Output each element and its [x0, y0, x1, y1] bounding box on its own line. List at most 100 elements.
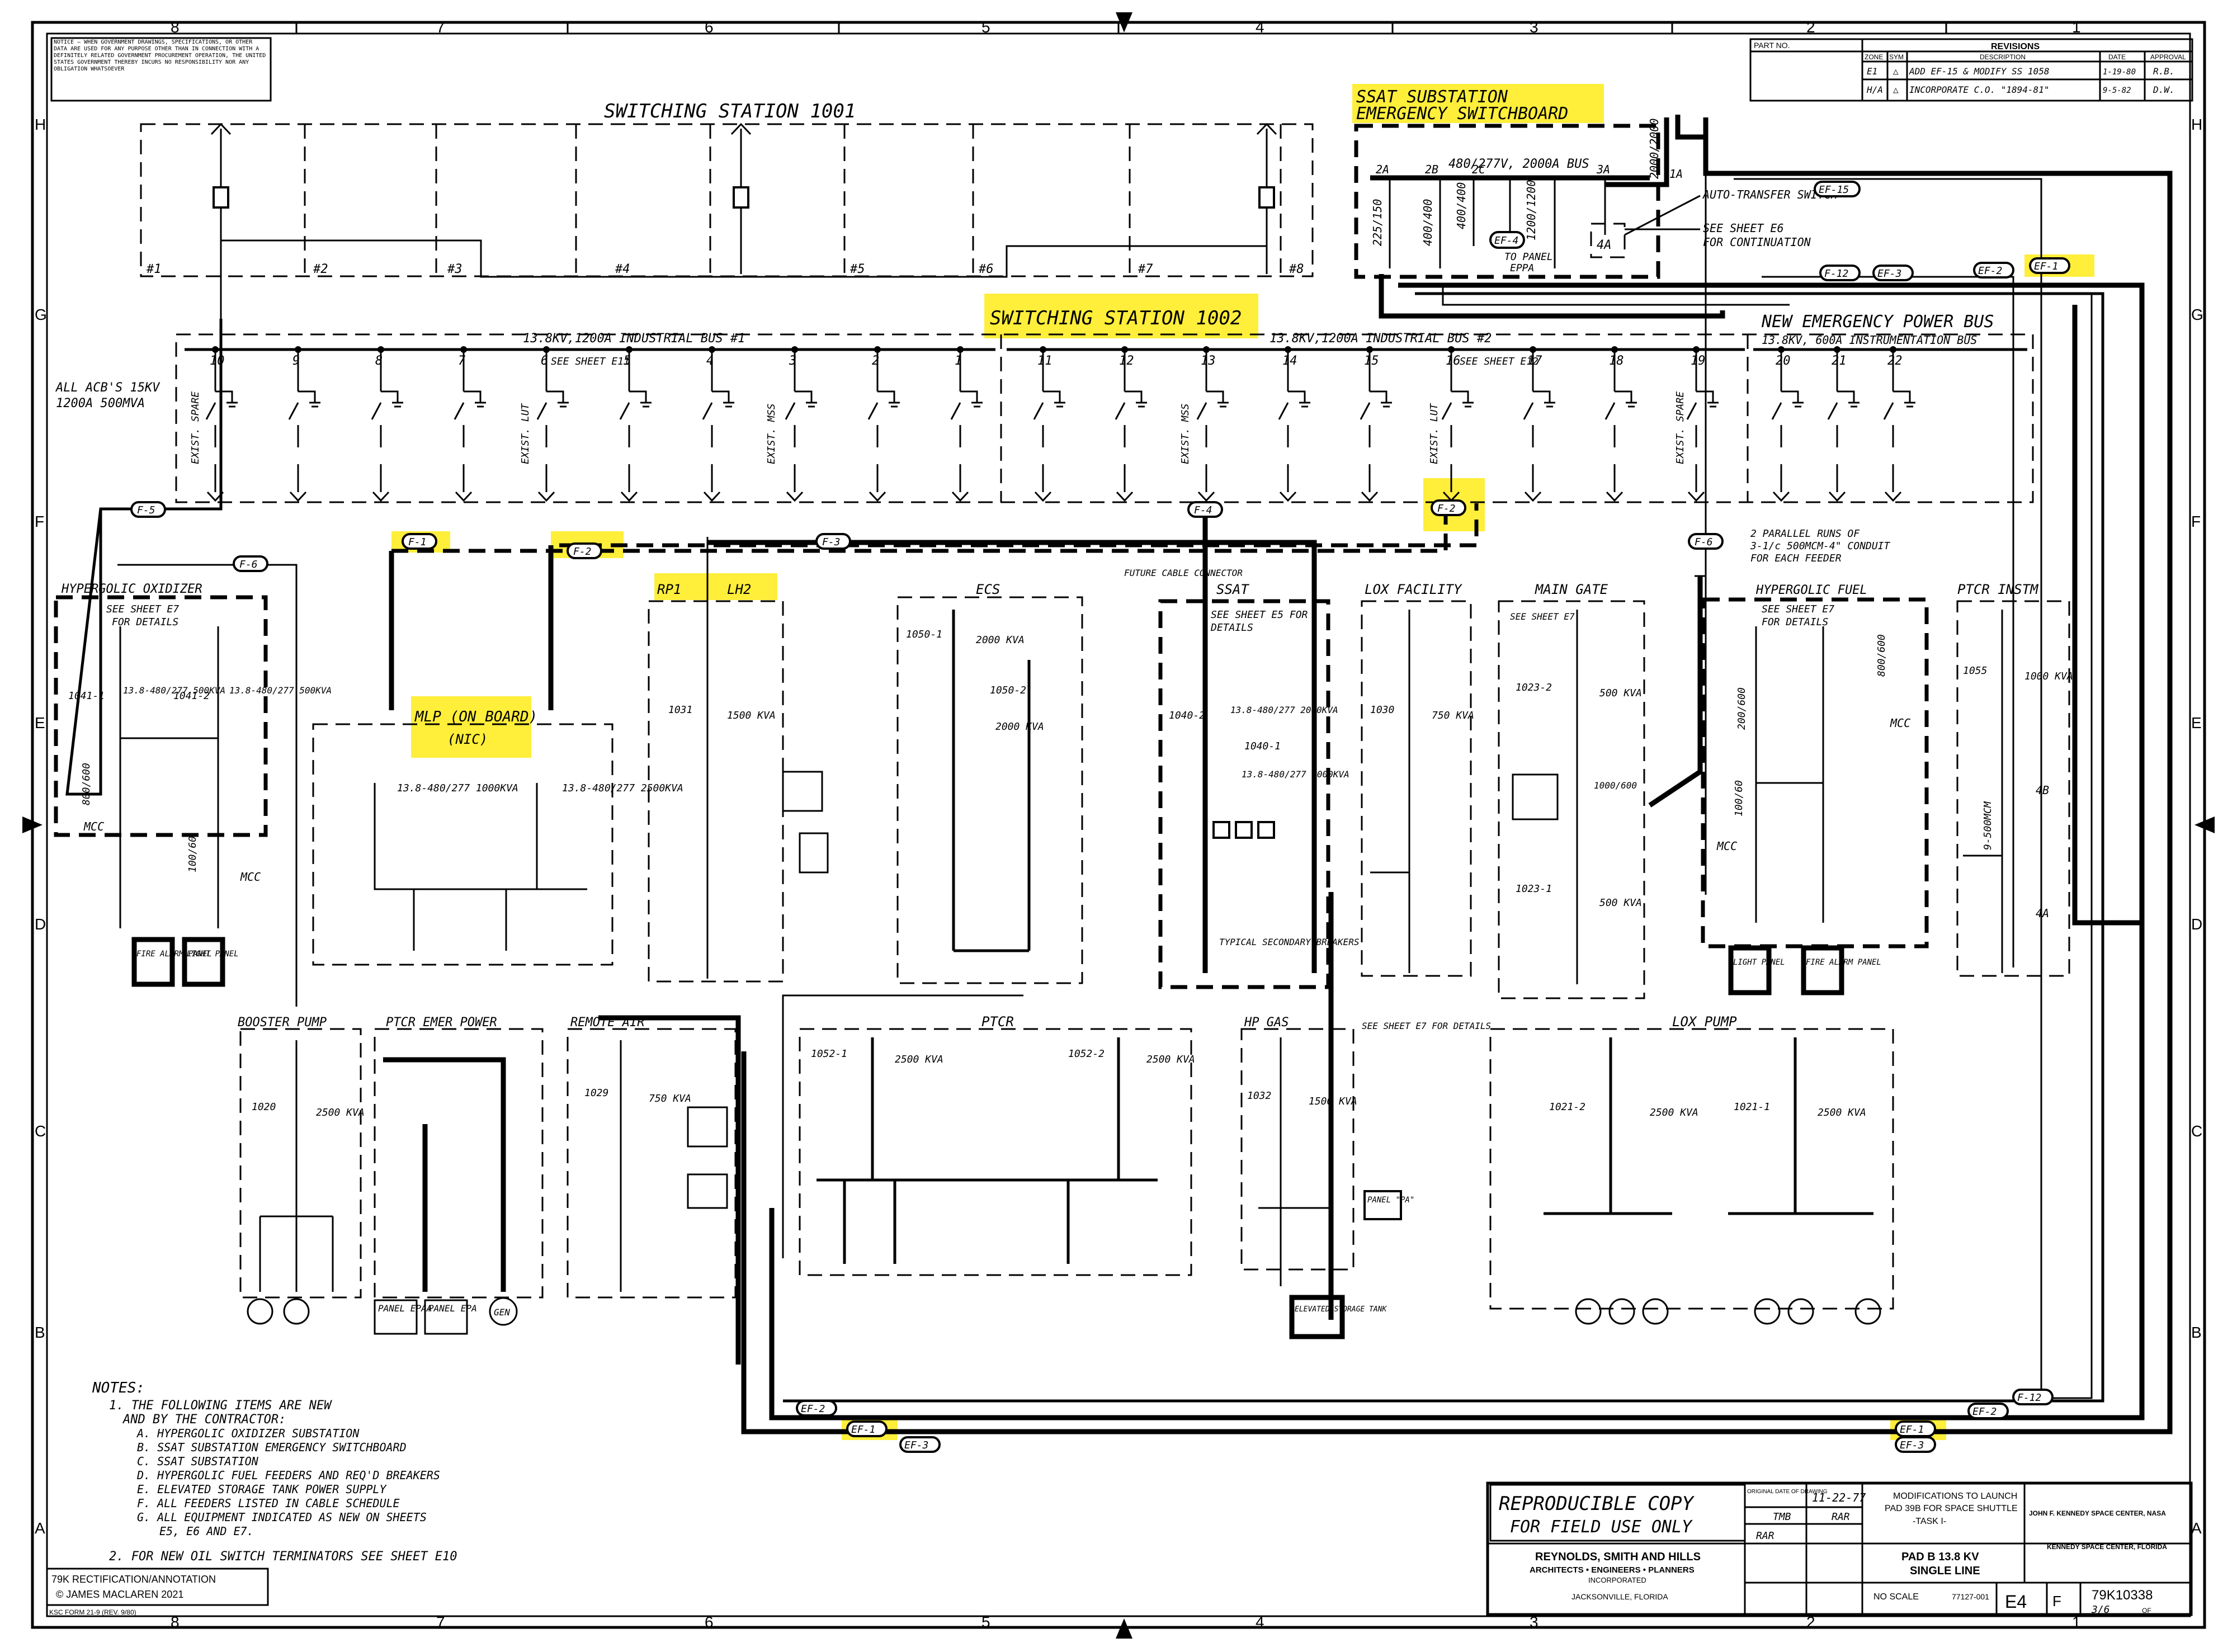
tx-1020-rating: 2500 KVA — [316, 1107, 365, 1118]
eppa: EPPA — [1510, 262, 1534, 274]
breaker-number: 17 — [1527, 354, 1542, 368]
hypox-light-panel: LIGHT PANEL — [187, 950, 239, 959]
sheet-border — [31, 21, 2206, 1629]
breaker-12: 12 — [1115, 346, 1147, 502]
checked-by-2: RAR — [1756, 1530, 1775, 1542]
orig-date: 11-22-77 — [1812, 1491, 1866, 1504]
tag-ef3-b: EF-3 — [904, 1439, 928, 1451]
rating-1200-1200: 1200/1200 — [1525, 180, 1538, 240]
section-rp1-lh2: RP1 LH2 1031 1500 KVA — [648, 582, 829, 983]
tx-1040-2: 1040-2 — [1169, 710, 1205, 721]
tag-ef2-b: EF-2 — [801, 1403, 825, 1415]
rev2-sym: △ — [1893, 84, 1899, 95]
tx-1052-2: 1052-2 — [1068, 1048, 1105, 1060]
breaker-number: 16 — [1446, 354, 1461, 368]
rev-header-approval: APPROVAL — [2150, 53, 2186, 61]
zone-right-a: A — [2191, 1519, 2202, 1537]
revisions-table: PART NO. REVISIONS ZONE SYM DESCRIPTION … — [1749, 38, 2193, 102]
to-panel: TO PANEL — [1504, 251, 1553, 263]
tag-ef1: EF-1 — [2034, 261, 2058, 272]
breaker-number: 11 — [1037, 354, 1053, 368]
breaker-number: 2 — [872, 354, 879, 368]
instrumentation-bus: 13.8KV, 600A INSTRUMENTATION BUS — [1762, 333, 1977, 347]
panel-epaa: PANEL EPAA — [378, 1303, 432, 1314]
parallel-runs-1: 2 PARALLEL RUNS OF — [1750, 528, 1860, 540]
tx-1050-2: 1050-2 — [990, 685, 1026, 696]
tx-1030: 1030 — [1370, 704, 1394, 716]
hypox-see-e7: SEE SHEET E7 — [106, 603, 179, 615]
breaker-number: 3 — [789, 354, 796, 368]
rating-400-400-b: 400/400 — [1455, 182, 1468, 229]
breaker-17: 17 — [1523, 346, 1555, 502]
breaker-number: 6 — [541, 354, 548, 368]
hypfuel-mcc-a: MCC — [1890, 716, 1910, 730]
feeder-tags: F-5 F-6 F-1 F-2 F-3 F-4 F-2 F-6 F-12 EF-… — [130, 181, 2070, 1453]
for-continuation: FOR CONTINUATION — [1703, 235, 1811, 249]
zone-top-2: 2 — [1806, 18, 1815, 36]
breaker-16: 16 — [1441, 346, 1474, 502]
remote-air-title: REMOTE AIR — [570, 1016, 644, 1030]
breaker-number: 12 — [1119, 354, 1134, 368]
breaker-20: 20 — [1771, 346, 1804, 502]
zone-right-d: D — [2191, 915, 2202, 933]
rev-header-sym: SYM — [1889, 53, 1904, 61]
ssat-see-e5: SEE SHEET E5 FOR — [1211, 609, 1308, 621]
breaker-1: 1 — [950, 346, 983, 502]
zone-bottom-6: 6 — [705, 1613, 714, 1631]
form-label: KSC FORM 21-9 (REV. 9/80) — [49, 1608, 136, 1616]
tx-1021-2-rating: 2500 KVA — [1650, 1107, 1698, 1118]
sheet-of: OF — [2142, 1607, 2151, 1615]
zone-top-5: 5 — [981, 18, 990, 36]
note-a: A. HYPERGOLIC OXIDIZER SUBSTATION — [136, 1427, 360, 1440]
zone-bottom-5: 5 — [981, 1613, 990, 1631]
breaker-number: 19 — [1691, 354, 1706, 368]
section-mlp: MLP (ON BOARD) (NIC) 13.8-480/277 1000KV… — [312, 709, 683, 966]
zone-left-g: G — [35, 306, 47, 323]
zone-bottom-8: 8 — [171, 1613, 180, 1631]
breaker-number: 21 — [1832, 354, 1847, 368]
section-lox-pump: LOX PUMP 1021-2 2500 KVA 1021-1 2500 KVA — [1489, 1014, 1894, 1325]
section-hypergolic-fuel: HYPERGOLIC FUEL SEE SHEET E7 FOR DETAILS… — [1701, 528, 1929, 995]
notes: NOTES: 1. THE FOLLOWING ITEMS ARE NEW AN… — [92, 1380, 457, 1564]
hp-gas-see-e7: SEE SHEET E7 FOR DETAILS — [1362, 1021, 1491, 1031]
firm-inc: INCORPORATED — [1588, 1576, 1646, 1584]
parallel-runs-2: 3-1/c 500MCM-4" CONDUIT — [1750, 540, 1890, 552]
part-no-label: PART NO. — [1754, 41, 1790, 50]
breaker-number: 1 — [955, 354, 962, 368]
zone-top-3: 3 — [1530, 18, 1538, 36]
rectification-label: 79K RECTIFICATION/ANNOTATION — [51, 1574, 216, 1585]
note-g: G. ALL EQUIPMENT INDICATED AS NEW ON SHE… — [137, 1511, 427, 1524]
inner-border — [46, 32, 2191, 1617]
tx-1021-1-rating: 2500 KVA — [1818, 1107, 1866, 1118]
breaker-number: 18 — [1609, 354, 1624, 368]
dwg-no: 79K10338 — [2092, 1588, 2153, 1603]
tag-f2: F-2 — [573, 546, 592, 558]
tx-1023-1-rating: 500 KVA — [1599, 897, 1642, 909]
ksc-location: KENNEDY SPACE CENTER, FLORIDA — [2047, 1543, 2167, 1551]
zone-right-h: H — [2191, 116, 2202, 133]
zone-top-8: 8 — [171, 18, 180, 36]
tag-f6-b: F-6 — [1695, 536, 1713, 548]
section-lox-facility: LOX FACILITY 1030 750 KVA — [1361, 582, 1474, 977]
hypox-100-60: 100/60 — [187, 836, 199, 872]
tx-1050-1: 1050-1 — [906, 629, 942, 640]
switching-station-1001: SWITCHING STATION 1001 #1 #2 #3 #4 #5 #6… — [140, 100, 1314, 319]
tag-ef4: EF-4 — [1494, 235, 1518, 247]
notes-heading: NOTES: — [92, 1380, 145, 1396]
tag-ef2-c: EF-2 — [1972, 1406, 1997, 1418]
rev2-desc: INCORPORATE C.O. "1894-81" — [1909, 84, 2049, 95]
sheet-label: E4 — [2005, 1592, 2027, 1612]
all-acbs-label: ALL ACB'S 15KV — [55, 381, 161, 395]
cubicle-6: #6 — [978, 262, 994, 276]
label-exist-lut-a: EXIST. LUT — [520, 403, 531, 464]
tag-f5: F-5 — [137, 504, 155, 516]
breaker-number: 5 — [624, 354, 631, 368]
tx-1055-rating: 1000 KVA — [2024, 671, 2073, 682]
mlp-nic: (NIC) — [447, 731, 488, 747]
breaker-18: 18 — [1604, 346, 1637, 502]
tx-1041-2-rating: 13.8-480/277 500KVA — [229, 685, 332, 696]
hypfuel-mcc-b: MCC — [1716, 839, 1737, 853]
zone-right-e: E — [2191, 714, 2202, 731]
tag-ef1-b: EF-1 — [851, 1424, 875, 1436]
